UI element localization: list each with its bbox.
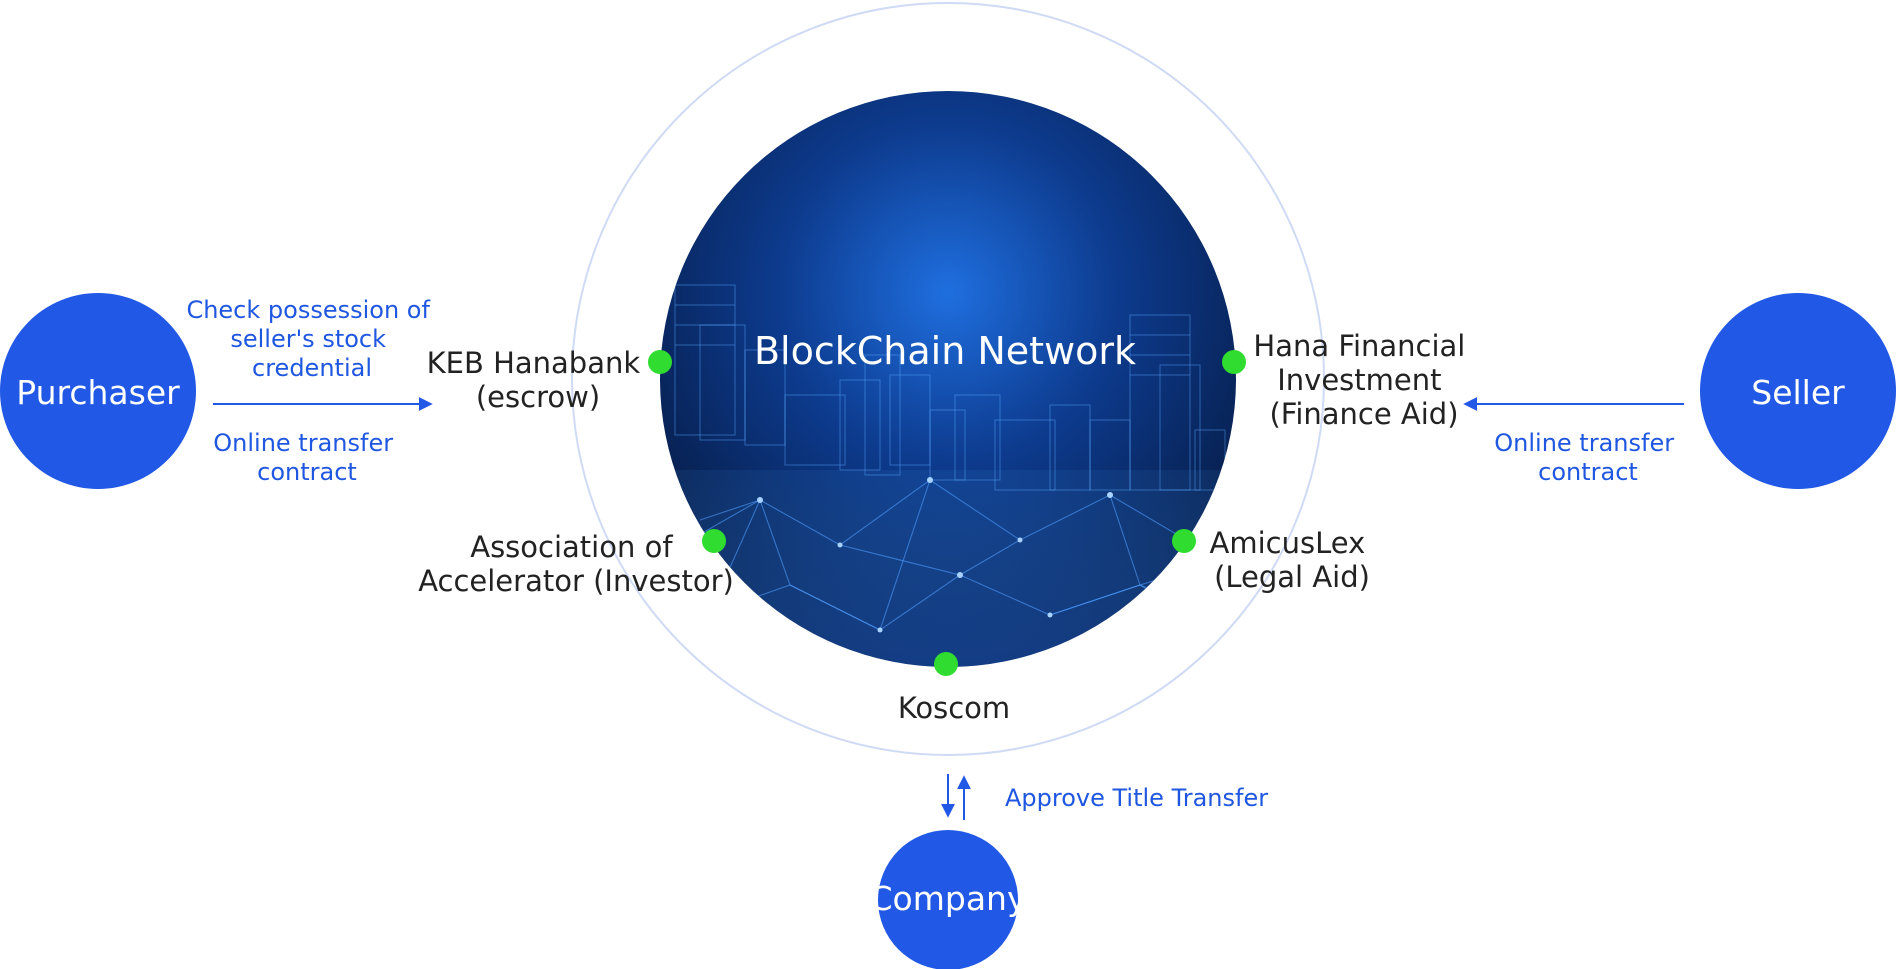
purchaser-circle <box>0 293 196 489</box>
purchaser-check-label: Check possession of seller's stock crede… <box>186 296 437 382</box>
company-label: Company <box>870 879 1027 918</box>
amicuslex-line-2: (Legal Aid) <box>1214 560 1370 594</box>
keb-hanabank-node-dot <box>648 350 672 374</box>
purchaser-contract-line-2: contract <box>257 458 357 486</box>
amicuslex-line-1: AmicusLex <box>1210 526 1366 560</box>
keb-hanabank-label: KEB Hanabank (escrow) <box>427 346 650 414</box>
association-accelerator-line-1: Association of <box>470 530 673 564</box>
purchaser-check-line-2: seller's stock <box>230 325 386 353</box>
association-node-dot <box>702 529 726 553</box>
amicuslex-label: AmicusLex (Legal Aid) <box>1210 526 1375 594</box>
association-accelerator-line-2: Accelerator (Investor) <box>418 564 734 598</box>
network-title: BlockChain Network <box>754 329 1136 373</box>
hana-financial-line-1: Hana Financial <box>1253 329 1465 363</box>
company-approve-label: Approve Title Transfer <box>1005 784 1268 812</box>
koscom-line-1: Koscom <box>898 691 1010 725</box>
outer-network-ring <box>571 2 1325 756</box>
purchaser-check-line-3: credential <box>252 354 372 382</box>
purchaser-check-line-1: Check possession of <box>186 296 430 324</box>
seller-label: Seller <box>1751 373 1845 412</box>
seller-contract-line-2: contract <box>1538 458 1638 486</box>
hana-financial-node-dot <box>1222 350 1246 374</box>
koscom-label: Koscom <box>898 691 1010 725</box>
company-circle <box>878 830 1018 969</box>
seller-contract-line-1: Online transfer <box>1494 429 1674 457</box>
purchaser-contract-label: Online transfer contract <box>213 429 400 486</box>
koscom-node-dot <box>934 652 958 676</box>
purchaser-contract-line-1: Online transfer <box>213 429 393 457</box>
association-accelerator-label: Association of Accelerator (Investor) <box>418 530 734 598</box>
hana-financial-label: Hana Financial Investment (Finance Aid) <box>1253 329 1474 431</box>
hana-financial-line-3: (Finance Aid) <box>1269 397 1458 431</box>
keb-hanabank-line-2: (escrow) <box>476 380 600 414</box>
amicuslex-node-dot <box>1172 529 1196 553</box>
seller-contract-label: Online transfer contract <box>1494 429 1681 486</box>
hana-financial-line-2: Investment <box>1277 363 1441 397</box>
keb-hanabank-line-1: KEB Hanabank <box>427 346 641 380</box>
purchaser-label: Purchaser <box>16 373 180 412</box>
seller-circle <box>1700 293 1896 489</box>
